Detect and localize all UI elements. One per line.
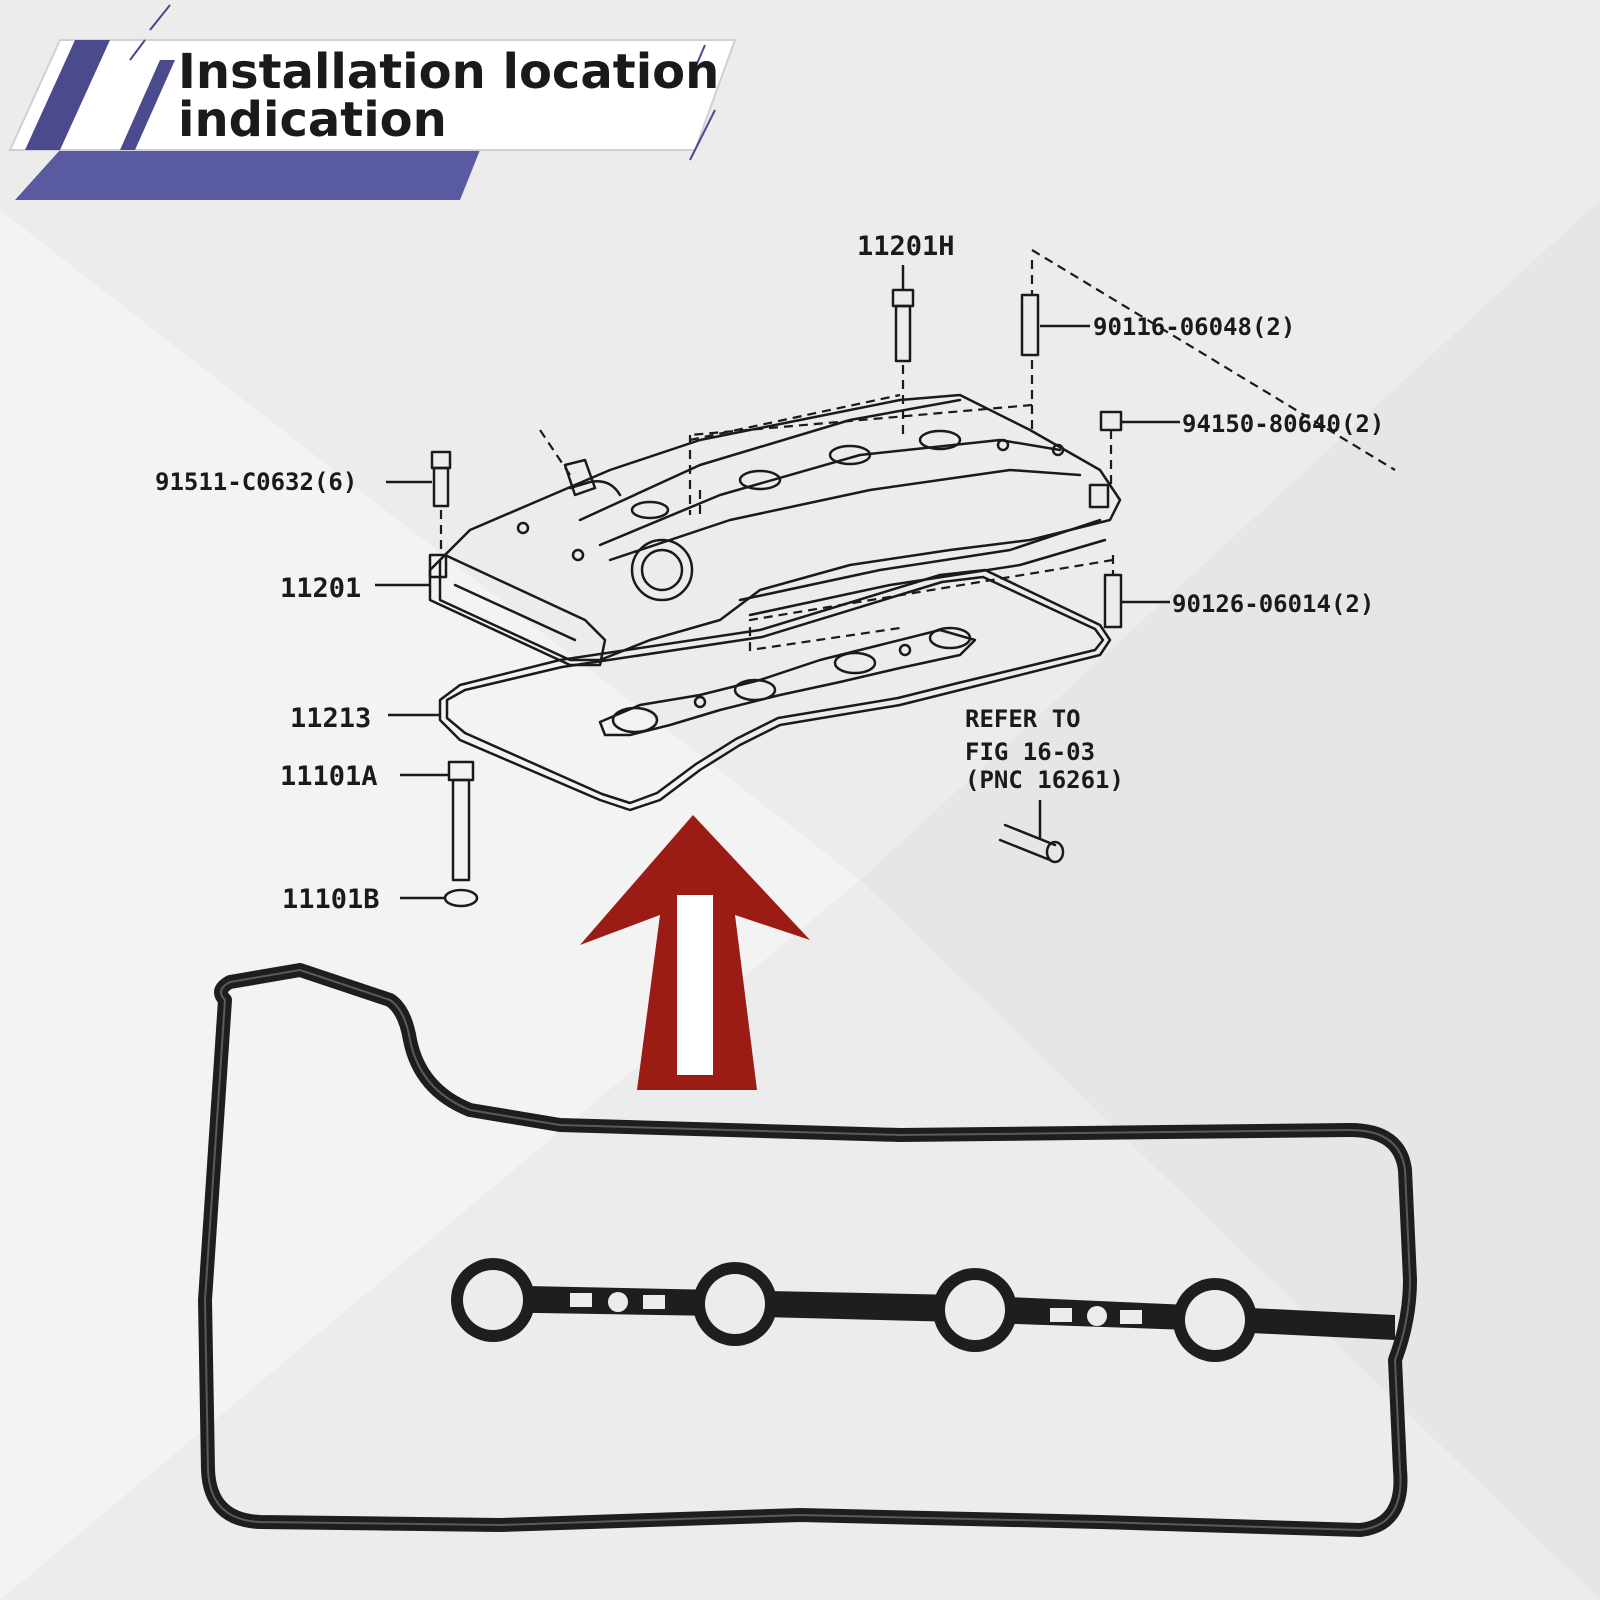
label-11213: 11213 xyxy=(290,703,371,734)
title-banner: Installation location indication xyxy=(8,4,737,200)
washer-11101b-icon xyxy=(400,888,479,908)
label-94150: 94150-80640(2) xyxy=(1182,410,1384,438)
exploded-parts-diagram: 11201H 90116-06048(2) 94150-80640(2) 915… xyxy=(155,231,1396,915)
install-direction-arrow-icon xyxy=(580,815,810,1090)
valve-cover-gasket-icon xyxy=(198,963,1417,1537)
banner-title-line2: indication xyxy=(178,92,447,148)
bolt-91511-icon xyxy=(386,450,452,555)
stud-90116-icon xyxy=(688,249,1396,515)
gasket-drawing xyxy=(438,568,1112,812)
stud-90126-icon xyxy=(748,555,1170,652)
label-91511: 91511-C0632(6) xyxy=(155,468,357,496)
banner-title-line1: Installation location xyxy=(178,44,719,100)
hose-16261-icon xyxy=(998,800,1065,864)
bolt-11101a-icon xyxy=(400,760,475,882)
label-90116: 90116-06048(2) xyxy=(1093,313,1295,341)
label-90126: 90126-06014(2) xyxy=(1172,590,1374,618)
refer-note-line1: REFER TO xyxy=(965,705,1081,733)
label-11101a: 11101A xyxy=(280,761,378,792)
nut-94150-icon xyxy=(1099,410,1180,490)
refer-note-line3: (PNC 16261) xyxy=(965,766,1124,794)
label-11101b: 11101B xyxy=(282,884,380,915)
refer-note-line2: FIG 16-03 xyxy=(965,738,1095,766)
label-11201h: 11201H xyxy=(857,231,955,262)
label-11201: 11201 xyxy=(280,573,361,604)
